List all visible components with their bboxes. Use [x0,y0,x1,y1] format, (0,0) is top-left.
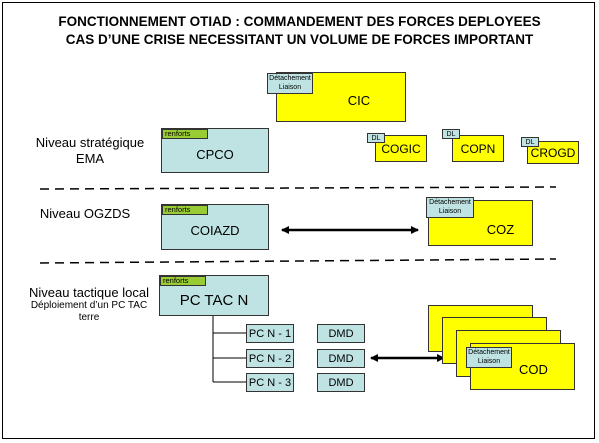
dmd-box-3: DMD [317,373,365,392]
diagram-title-line-1: FONCTIONNEMENT OTIAD : COMMANDEMENT DES … [58,14,541,29]
separator-line-2 [39,258,557,264]
pc-n-1-box: PC N - 1 [246,324,294,343]
liaison-tag-line-2: Liaison [438,208,462,215]
coz-label: COZ [486,221,515,237]
level-strategique-line-2: EMA [75,151,105,166]
copn-box: COPN [452,135,504,162]
copn-dl-tag: DL [442,129,460,139]
level-tactique-label: Niveau tactique local Déploiement d’un P… [14,285,164,324]
dmd-box-1: DMD [317,324,365,343]
copn-label: COPN [460,141,496,156]
cod-liaison-tag: Détachement Liaison [466,347,512,368]
liaison-tag-line-2: Liaison [278,84,302,91]
coiazd-label: COIAZD [190,222,240,238]
pc-n-3-box: PC N - 3 [246,373,294,392]
dmd-box-2: DMD [317,349,365,368]
level-tactique-line-3: terre [78,312,100,323]
liaison-tag-line-2: Liaison [477,358,501,365]
cic-label: CIC [347,92,371,108]
level-strategique-label: Niveau stratégique EMA [20,135,160,167]
level-ogzds-label: Niveau OGZDS [39,206,131,221]
cogic-label: COGIC [381,142,421,156]
level-tactique-line-1: Niveau tactique local [29,285,149,300]
liaison-tag-line-1: Détachement [429,199,471,206]
tree-connector [212,315,246,383]
pc-n-2-box: PC N - 2 [246,349,294,368]
cic-liaison-tag: Détachement Liaison [267,73,313,94]
diagram-title-line-2: CAS D’UNE CRISE NECESSITANT UN VOLUME DE… [65,32,534,47]
cpco-label: CPCO [196,147,234,162]
diagram-frame [2,2,595,439]
level-strategique-line-1: Niveau stratégique [35,135,145,150]
cogic-box: COGIC [375,135,427,162]
crogd-dl-tag: DL [521,137,539,147]
coz-liaison-tag: Détachement Liaison [426,197,474,218]
liaison-tag-line-1: Détachement [269,75,311,82]
crogd-box: CROGD [527,141,579,164]
separator-line-1 [39,186,557,190]
cogic-dl-tag: DL [367,133,385,143]
coiazd-renforts-tag: renforts [162,205,208,215]
pc-tac-n-renforts-tag: renforts [160,276,206,286]
pc-tac-n-label: PC TAC N [179,291,249,309]
cpco-renforts-tag: renforts [162,129,208,139]
level-tactique-line-2: Déploiement d’un PC TAC [30,300,148,311]
liaison-tag-line-1: Détachement [468,349,510,356]
cod-label: COD [519,362,548,377]
crogd-label: CROGD [530,145,576,160]
